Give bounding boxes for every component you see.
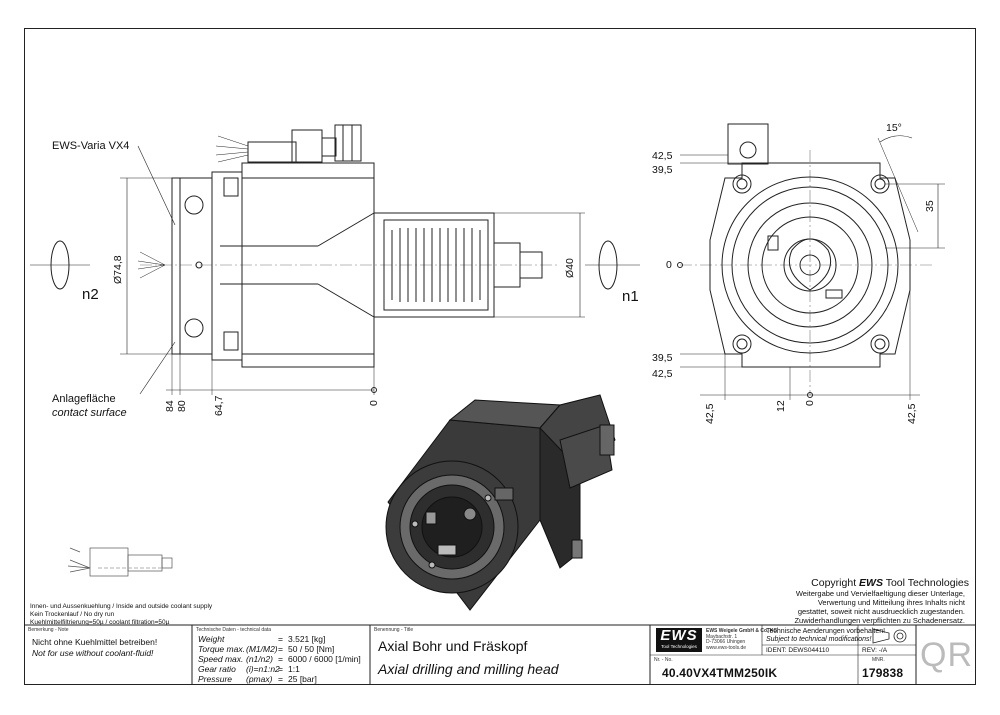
tech-val: 1:1 bbox=[288, 664, 300, 674]
company-street: Maybachstr. 1 bbox=[706, 633, 738, 640]
drawing-number: 40.40VX4TMM250IK bbox=[662, 666, 778, 680]
dim-top-425: 42,5 bbox=[652, 150, 673, 162]
dim-80: 80 bbox=[176, 400, 188, 412]
tech-val: 25 [bar] bbox=[288, 674, 317, 684]
copyright-suffix: Tool Technologies bbox=[885, 577, 969, 589]
dim-0-side: 0 bbox=[368, 400, 380, 406]
ews-logo: EWS Tool Technologies bbox=[656, 628, 702, 652]
copyright-line-2: Verwertung und Mitteilung ihres Inhalts … bbox=[817, 598, 965, 607]
tech-eq: = bbox=[278, 634, 283, 644]
drawing-frame bbox=[24, 28, 976, 685]
copyright-body: Weitergabe und Vervielfaeltigung dieser … bbox=[760, 589, 965, 625]
dim-top-395: 39,5 bbox=[652, 164, 673, 176]
qr-placeholder: QR bbox=[920, 636, 973, 674]
note-line-1: Innen- und Aussenkuehlung / Inside and o… bbox=[30, 603, 213, 610]
title-block-grid bbox=[24, 624, 976, 685]
tech-val: 3.521 [kg] bbox=[288, 634, 326, 644]
tech-eq: = bbox=[278, 654, 283, 664]
copyright-heading: Copyright EWS Tool Technologies bbox=[800, 577, 969, 589]
tech-eq: = bbox=[278, 664, 283, 674]
tech-name: Torque max. bbox=[198, 644, 245, 654]
change-note-de: Technische Aenderungen vorbehalten! bbox=[766, 628, 886, 635]
iso-view bbox=[385, 394, 616, 611]
dim-84: 84 bbox=[164, 400, 176, 412]
material-number: 179838 bbox=[862, 666, 904, 680]
tech-val: 6000 / 6000 [1/min] bbox=[288, 654, 361, 664]
company-name: EWS Weigele GmbH & Co. KG bbox=[706, 628, 778, 634]
company-web: www.ews-tools.de bbox=[706, 644, 747, 651]
tool-name-label: EWS-Varia VX4 bbox=[52, 140, 130, 152]
ews-logo-text: EWS bbox=[660, 627, 698, 644]
tech-name: Weight bbox=[198, 634, 225, 644]
dim-h-0: 0 bbox=[804, 400, 816, 406]
rotation-n1-label: n1 bbox=[622, 288, 639, 305]
dim-35: 35 bbox=[924, 200, 936, 212]
change-note-en: Subject to technical modifications! bbox=[766, 636, 872, 643]
note-line-3: Kuehlmittelfiltrierung=50µ / coolant fil… bbox=[30, 619, 170, 626]
copyright-line-3: gestattet, soweit nicht ausdruecklich zu… bbox=[797, 607, 965, 616]
copyright-line-4: Zuwiderhandlungen verpflichten zu Schade… bbox=[794, 616, 965, 625]
copyright-brand: EWS bbox=[859, 577, 883, 589]
front-view bbox=[677, 123, 945, 400]
tech-header: Technische Daten - technical data bbox=[196, 627, 272, 633]
dim-zero-left: 0 bbox=[666, 259, 672, 271]
title-de: Axial Bohr und Fräskopf bbox=[378, 638, 528, 654]
company-city: D-73066 Uhingen bbox=[706, 639, 746, 645]
dim-bottom-425: 42,5 bbox=[652, 368, 673, 380]
tech-sym: (n1/n2) bbox=[246, 654, 273, 664]
contact-surface-de: Anlagefläche bbox=[52, 393, 116, 405]
dim-h-12: 12 bbox=[775, 400, 787, 412]
copyright-line-1: Weitergabe und Vervielfaeltigung dieser … bbox=[795, 589, 965, 598]
mnr-header: MNR. bbox=[872, 657, 885, 663]
dim-angle-15: 15° bbox=[886, 122, 902, 134]
drawing-no-header: Nr. - No. bbox=[654, 657, 673, 663]
contact-surface-en: contact surface bbox=[52, 407, 127, 419]
tech-name: Pressure bbox=[198, 674, 233, 684]
dim-dia-748: Ø74,8 bbox=[112, 255, 124, 284]
title-header: Benennung - Title bbox=[374, 627, 414, 633]
ews-logo-sub: Tool Technologies bbox=[661, 644, 697, 649]
ident-number: IDENT: DEWS044110 bbox=[766, 647, 830, 654]
dim-647: 64,7 bbox=[213, 395, 225, 416]
tech-name: Speed max. bbox=[198, 654, 244, 664]
copyright-prefix: Copyright bbox=[811, 577, 857, 589]
tech-sym: (i)=n1:n2 bbox=[246, 664, 280, 674]
tech-name: Gear ratio bbox=[198, 664, 236, 674]
dim-h-425-right: 42,5 bbox=[906, 403, 918, 424]
rotation-n2-label: n2 bbox=[82, 286, 99, 303]
title-en: Axial drilling and milling head bbox=[378, 661, 559, 677]
company-address: EWS Weigele GmbH & Co. KG Maybachstr. 1 … bbox=[706, 628, 778, 651]
tech-eq: = bbox=[278, 644, 283, 654]
dim-dia-40: Ø40 bbox=[564, 258, 576, 278]
dim-bottom-395: 39,5 bbox=[652, 352, 673, 364]
note-line-2: Kein Trockenlauf / No dry run bbox=[30, 611, 115, 618]
coolant-schematic bbox=[67, 547, 173, 577]
remark-en: Not for use without coolant-fluid! bbox=[32, 648, 154, 658]
side-view bbox=[30, 124, 640, 395]
tech-val: 50 / 50 [Nm] bbox=[288, 644, 335, 654]
dim-h-425-left: 42,5 bbox=[704, 403, 716, 424]
remark-header: Bemerkung - Note bbox=[28, 627, 69, 633]
revision: REV: -/A bbox=[862, 647, 888, 654]
tech-eq: = bbox=[278, 674, 283, 684]
remark-de: Nicht ohne Kuehlmittel betreiben! bbox=[32, 637, 158, 647]
tech-sym: (pmax) bbox=[246, 674, 273, 684]
tech-sym: (M1/M2) bbox=[246, 644, 278, 654]
change-note: Technische Aenderungen vorbehalten! Subj… bbox=[766, 628, 885, 644]
